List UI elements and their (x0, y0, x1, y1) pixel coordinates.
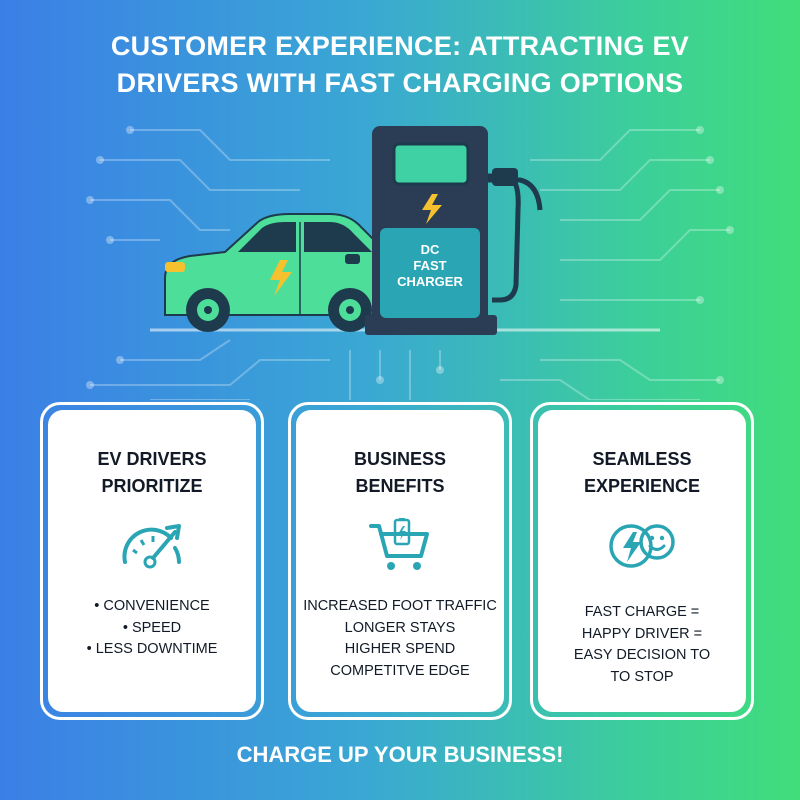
list-item: • SPEED (122, 619, 182, 636)
charger-label-1: DC (421, 242, 440, 257)
list-item: HAPPY DRIVER = (581, 625, 703, 642)
bolt-smiley-icon (607, 518, 677, 574)
list-item: COMPETITVE EDGE (330, 662, 470, 679)
card-title: BUSINESS BENEFITS (296, 446, 504, 500)
title-line-2: DRIVERS WITH FAST CHARGING OPTIONS (116, 68, 684, 98)
card-list: INCREASED FOOT TRAFFIC LONGER STAYS HIGH… (296, 596, 504, 682)
card-title-line-1: EV DRIVERS (97, 449, 207, 469)
charger-label-2: FAST (413, 258, 446, 273)
card-title: SEAMLESS EXPERIENCE (538, 446, 746, 500)
card-business-benefits-body: BUSINESS BENEFITS INCREASED FOOT TRAFFIC… (296, 410, 504, 712)
list-item: • LESS DOWNTIME (86, 641, 218, 657)
card-list: FAST CHARGE = HAPPY DRIVER = EASY DECISI… (538, 602, 746, 688)
card-ev-drivers-body: EV DRIVERS PRIORITIZE • CONVENIENCE • SP… (48, 410, 256, 712)
car-bolt-icon (270, 260, 292, 296)
speedometer-icon (117, 518, 187, 574)
shopping-cart-icon (365, 518, 435, 574)
list-item: INCREASED FOOT TRAFFIC (303, 598, 497, 614)
card-list: • CONVENIENCE • SPEED • LESS DOWNTIME (48, 596, 256, 661)
list-item: TO STOP (610, 668, 674, 685)
title-line-1: CUSTOMER EXPERIENCE: ATTRACTING EV (110, 31, 690, 61)
list-item: • CONVENIENCE (94, 598, 210, 614)
list-item: EASY DECISION TO (573, 647, 711, 663)
card-seamless-experience: SEAMLESS EXPERIENCE FAST CHARGE = HAPPY … (530, 402, 754, 720)
footer-cta: CHARGE UP YOUR BUSINESS! (236, 742, 564, 767)
card-title-line-1: SEAMLESS (592, 449, 692, 469)
card-business-benefits: BUSINESS BENEFITS INCREASED FOOT TRAFFIC… (288, 402, 512, 720)
card-title: EV DRIVERS PRIORITIZE (48, 446, 256, 500)
card-seamless-experience-body: SEAMLESS EXPERIENCE FAST CHARGE = HAPPY … (538, 410, 746, 712)
card-title-line-2: EXPERIENCE (583, 476, 701, 496)
card-ev-drivers: EV DRIVERS PRIORITIZE • CONVENIENCE • SP… (40, 402, 264, 720)
list-item: HIGHER SPEND (344, 641, 456, 657)
card-title-line-2: BENEFITS (355, 476, 445, 496)
dc-fast-charger: DC FAST CHARGER (365, 126, 543, 335)
ev-charging-illustration: DC FAST CHARGER (86, 126, 734, 400)
charger-bolt-icon (422, 194, 442, 224)
list-item: FAST CHARGE = (584, 604, 700, 620)
card-title-line-1: BUSINESS (353, 449, 447, 469)
list-item: LONGER STAYS (344, 619, 456, 636)
hero-illustration: DC FAST CHARGER (0, 110, 800, 400)
card-title-line-2: PRIORITIZE (101, 476, 203, 496)
circuit-lines (90, 129, 730, 400)
charger-label-3: CHARGER (397, 274, 463, 289)
electric-car (164, 213, 421, 332)
circuit-nodes (86, 126, 734, 389)
page-title: CUSTOMER EXPERIENCE: ATTRACTING EV DRIVE… (0, 28, 800, 102)
